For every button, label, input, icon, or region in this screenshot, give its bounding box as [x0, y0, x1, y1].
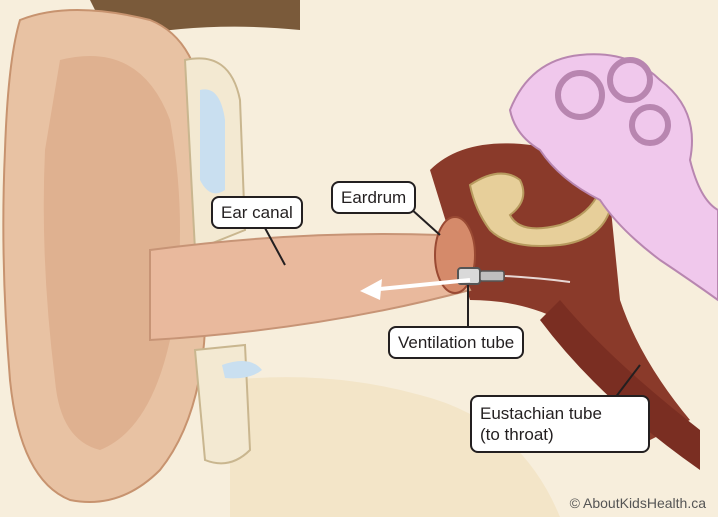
copyright-notice: © AboutKidsHealth.ca — [570, 495, 706, 511]
eustachian-tube-label-line2: (to throat) — [480, 424, 640, 445]
ventilation-tube-label: Ventilation tube — [388, 326, 524, 359]
fluid-upper — [200, 89, 225, 193]
eustachian-tube-label: Eustachian tube (to throat) — [470, 395, 650, 453]
eustachian-tube-label-line1: Eustachian tube — [480, 403, 640, 424]
ear-canal-label: Ear canal — [211, 196, 303, 229]
eardrum-label: Eardrum — [331, 181, 416, 214]
ventilation-tube-shaft — [480, 271, 504, 281]
